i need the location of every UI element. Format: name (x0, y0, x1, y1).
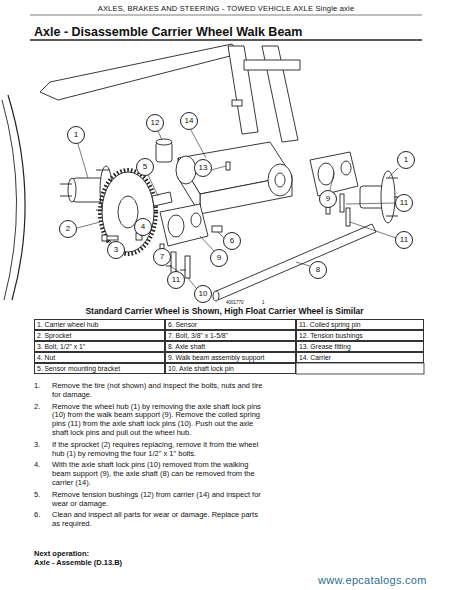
callout-number: 1 (67, 126, 85, 144)
rule (30, 39, 422, 40)
table-cell: 7. Bolt, 3/8" x 1-5/8" (165, 330, 296, 341)
step-text: Remove the wheel hub (1) by removing the… (52, 403, 264, 438)
callout-number: 11 (395, 231, 413, 249)
walk-beam-support (310, 152, 358, 226)
table-cell: 10. Axle shaft lock pin (165, 363, 296, 374)
callout-number: 7 (153, 248, 171, 266)
table-cell (296, 363, 424, 374)
callout-number: 6 (223, 232, 241, 250)
next-operation: Axle - Assemble (D.13.B) (34, 558, 122, 567)
table-cell: 6. Sensor (165, 319, 296, 330)
callout-number: 1 (397, 151, 415, 169)
callout-number: 9 (319, 190, 337, 208)
callout-number: 8 (309, 261, 327, 279)
watermark: www.epcatalogs.com (318, 574, 427, 586)
sensor-bracket (152, 192, 222, 252)
tension-bushing (156, 139, 172, 162)
table-cell: 3. Bolt, 1/2" x 1" (34, 341, 165, 352)
table-cell: 4. Nut (34, 352, 165, 363)
carrier (176, 142, 292, 214)
table-cell: 9. Walk beam assembly support (165, 352, 296, 363)
step-text: With the axle shaft lock pins (10) remov… (52, 461, 264, 487)
callout-number: 5 (136, 158, 154, 176)
callout-number: 9 (210, 249, 228, 267)
bolt (102, 233, 142, 241)
step-number: 3. (34, 441, 40, 450)
table-cell: 13. Grease fitting (296, 341, 424, 352)
sprocket (100, 170, 156, 254)
step-number: 5. (34, 491, 40, 500)
callout-number: 3 (107, 241, 125, 259)
page-title: Axle - Disassemble Carrier Wheel Walk Be… (34, 25, 302, 39)
step-number: 1. (34, 382, 40, 391)
table-cell: 8. Axle shaft (165, 341, 296, 352)
callout-number: 12 (146, 114, 164, 132)
step-text: Remove the tire (not shown) and inspect … (52, 382, 264, 400)
callout-number: 13 (194, 159, 212, 177)
figure-number: 4001770 (226, 300, 244, 305)
figure-number: 1 (262, 300, 265, 305)
rule (30, 15, 422, 16)
step-text: Clean and inspect all parts for wear or … (52, 511, 264, 529)
table-cell: 5. Sensor mounting bracket (34, 363, 165, 374)
step-number: 4. (34, 461, 40, 470)
callout-number: 11 (167, 271, 185, 289)
table-cell: 11. Coiled spring pin (296, 319, 424, 330)
step-text: Remove tension bushings (12) from carrie… (52, 491, 264, 509)
table-cell: 1. Carrier wheel hub (34, 319, 165, 330)
callout-number: 11 (395, 194, 413, 212)
table-cell: 14. Carrier (296, 352, 424, 363)
callout-number: 14 (180, 112, 198, 130)
table-cell: 2. Sprocket (34, 330, 165, 341)
running-header: AXLES, BRAKES AND STEERING - TOWED VEHIC… (30, 4, 422, 13)
leader-line (77, 130, 398, 288)
walk-beam-support (160, 204, 208, 246)
table-cell: 12. Tension bushings (296, 330, 424, 341)
next-operation: Next operation: (34, 549, 89, 558)
callout-number: 10 (194, 285, 212, 303)
figure-caption: Standard Carrier Wheel is Shown, High Fl… (20, 306, 429, 316)
axle-shaft (213, 224, 376, 301)
step-number: 6. (34, 511, 40, 520)
step-number: 2. (34, 403, 40, 412)
callout-number: 4 (134, 218, 152, 236)
callout-number: 2 (59, 220, 77, 238)
step-text: If the sprocket (2) requires replacing, … (52, 441, 264, 459)
tire-edge (2, 100, 17, 300)
